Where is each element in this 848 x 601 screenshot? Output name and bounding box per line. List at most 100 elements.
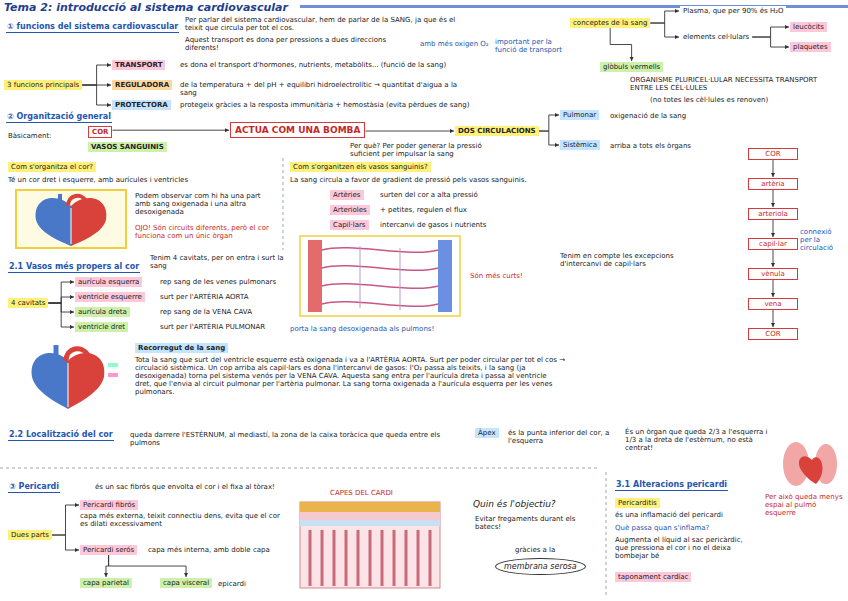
node-text: Capil·lars xyxy=(333,221,366,229)
divider xyxy=(606,472,607,598)
connector-arrow xyxy=(52,535,79,550)
thorax-illustration xyxy=(783,442,837,486)
node-text: Àpex xyxy=(478,429,496,437)
highlight-box: REGULADORA xyxy=(112,80,172,90)
note-text: Per parlar del sistema cardiovascular, h… xyxy=(185,16,475,32)
highlight-box: taponament cardíac xyxy=(615,572,691,582)
node-text: aurícula esquerra xyxy=(78,278,139,286)
vessel-illustration xyxy=(300,236,460,316)
note-text: epicardi xyxy=(218,580,246,588)
note-text: és una inflamació del pericardi xyxy=(615,511,723,519)
node-text: PROTECTORA xyxy=(115,101,168,109)
note-text: important per la funció de transport xyxy=(495,38,565,54)
note-text: oxigenació de la sang xyxy=(610,112,686,120)
note-text: surt per l'ARTÈRIA PULMONAR xyxy=(160,323,265,331)
node-text: ventricle esquerre xyxy=(78,293,142,301)
highlight-box: plaquetes xyxy=(790,42,831,52)
highlight-box: conceptes de la sang xyxy=(570,18,650,28)
connector-arrow xyxy=(52,505,79,535)
connector-arrow xyxy=(48,282,74,303)
note-text: es dona el transport d'hormones, nutrien… xyxy=(180,61,470,69)
node-text: DOS CIRCULACIONS xyxy=(458,127,536,135)
vessel-step-box: arteriola xyxy=(748,208,798,220)
vessel-step-box: vènula xyxy=(748,268,798,280)
highlight-box: Pericardi serós xyxy=(80,545,137,555)
connector-arrow xyxy=(752,27,789,37)
connector-arrow xyxy=(773,220,774,237)
note-text: intercanvi de gasos i nutrients xyxy=(380,221,486,229)
node-text: 3 funcions principals xyxy=(7,81,79,89)
heart-wall-illustration xyxy=(300,502,440,588)
node-text: capa visceral xyxy=(163,579,209,587)
node-text: 2.1 Vasos més propers al cor xyxy=(9,262,139,271)
highlight-box: Pulmonar xyxy=(560,110,599,120)
node-text: glòbuls vermells xyxy=(603,63,660,71)
node-text: Dues parts xyxy=(11,531,49,539)
note-text: és un sac fibrós que envolta el cor i el… xyxy=(95,483,275,491)
vessel-step-box: artèria xyxy=(748,178,798,190)
highlight-box: DOS CIRCULACIONS xyxy=(455,126,539,136)
node-text: Com s'organitzen els vasos sanguinis? xyxy=(293,163,428,171)
connector-arrow xyxy=(48,297,74,303)
node-text: artèria xyxy=(752,180,794,188)
node-text: ventricle dret xyxy=(78,323,125,331)
section-heading: ③ Pericardi xyxy=(8,482,60,493)
note-text: protegeix gràcies a la resposta immunità… xyxy=(180,101,470,109)
highlight-box: Pericarditis xyxy=(615,498,660,508)
node-text: Plasma, que per 90% és H₂O xyxy=(683,7,783,15)
note-text: de la temperatura + del pH + equilibri h… xyxy=(180,81,470,97)
outlined-box: ACTUA COM UNA BOMBA xyxy=(230,122,365,138)
connector-arrow xyxy=(752,37,789,47)
node-text: COR xyxy=(92,128,108,136)
highlight-box: Arterioles xyxy=(330,205,370,215)
node-text: Recorregut de la sang xyxy=(138,344,225,352)
highlight-box: capa parietal xyxy=(80,578,132,588)
note-text: connexió per la circulació xyxy=(800,228,844,252)
section-heading: ② Organització general xyxy=(6,112,112,123)
node-text: REGULADORA xyxy=(115,81,169,89)
note-text: gràcies a la xyxy=(515,546,555,554)
note-text: Per això queda menys espai al pulmó esqu… xyxy=(765,493,843,517)
node-text: ③ Pericardi xyxy=(9,482,59,491)
highlight-box: aurícula dreta xyxy=(75,307,130,317)
heart-illustration xyxy=(32,345,118,409)
node-text: 2.2 Localització del cor xyxy=(9,430,113,439)
connector-arrow xyxy=(773,190,774,207)
connector-arrow xyxy=(650,11,679,23)
note-text: és la punta inferior del cor, a l'esquer… xyxy=(508,429,613,445)
note-text: arriba a tots els òrgans xyxy=(610,142,691,150)
section-heading: 3.1 Alteracions pericardi xyxy=(615,480,728,491)
note-text: queda darrere l'ESTÈRNUM, al mediastí, l… xyxy=(130,431,460,447)
note-text: CAPES DEL CARDI xyxy=(330,489,393,497)
node-text: membrana serosa xyxy=(504,562,577,571)
connector-arrow xyxy=(365,131,454,132)
page-title: Tema 2: introducció al sistema cardiovas… xyxy=(4,1,288,14)
note-text: + petites, regulen el flux xyxy=(380,206,467,214)
highlight-box: Recorregut de la sang xyxy=(135,343,228,353)
connector-arrow xyxy=(109,555,186,577)
node-text: VASOS SANGUINIS xyxy=(91,143,164,151)
section-heading: 2.2 Localització del cor xyxy=(8,430,114,441)
connector-arrow xyxy=(773,250,774,267)
highlight-box: glòbuls vermells xyxy=(600,62,663,72)
note-text: La sang circula a favor de gradient de p… xyxy=(290,176,620,184)
section-heading: ① funcions del sistema cardiovascular xyxy=(6,22,179,33)
node-text: conceptes de la sang xyxy=(573,19,647,27)
node-text: COR xyxy=(752,330,794,338)
note-text: amb més oxigen O₂ xyxy=(420,40,489,48)
node-text: arteriola xyxy=(752,210,794,218)
highlight-box: ventricle esquerre xyxy=(75,292,145,302)
heart-illustration xyxy=(16,190,126,248)
node-text: ACTUA COM UNA BOMBA xyxy=(235,125,360,135)
vessel-step-box: capil·lar xyxy=(748,238,798,250)
node-text: Artèries xyxy=(333,191,361,199)
highlight-box: Dues parts xyxy=(8,530,52,540)
text-box: Plasma, que per 90% és H₂O xyxy=(680,6,786,16)
highlight-box: Capil·lars xyxy=(330,220,369,230)
node-text: 3.1 Alteracions pericardi xyxy=(616,480,727,489)
node-text: aurícula dreta xyxy=(78,308,127,316)
node-text: elements cel·lulars xyxy=(683,33,749,41)
connector-arrow xyxy=(82,65,111,85)
node-text: vènula xyxy=(752,270,794,278)
